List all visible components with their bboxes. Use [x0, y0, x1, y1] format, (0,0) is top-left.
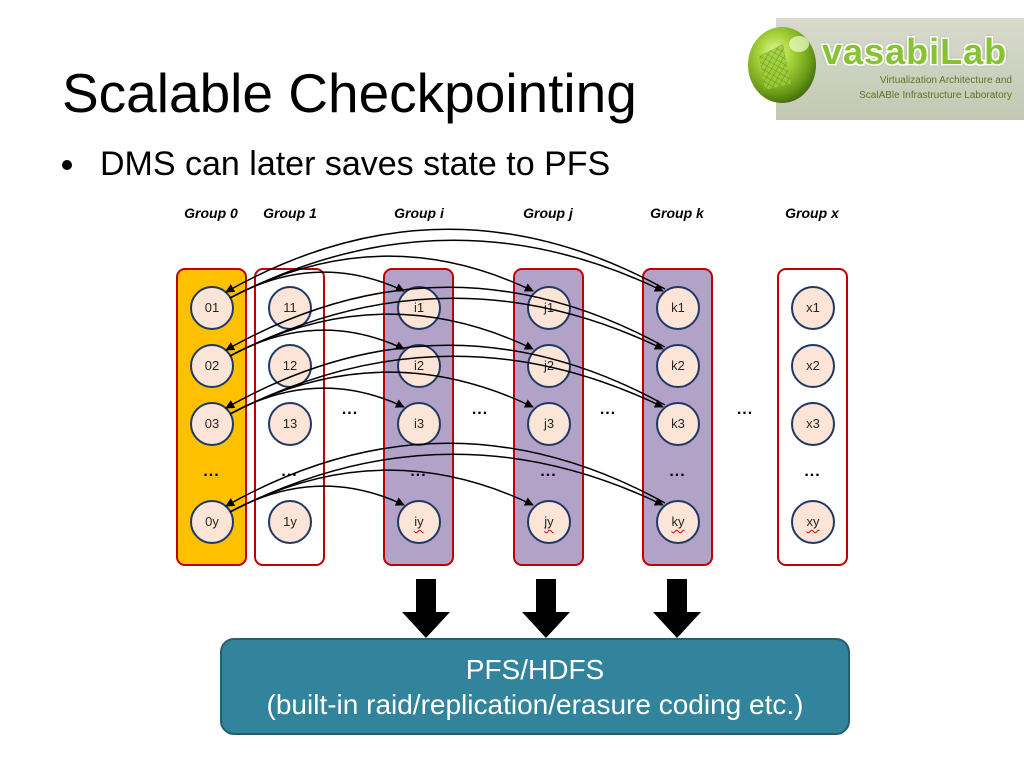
node-circle: ky: [656, 500, 700, 544]
node-circle: i2: [397, 344, 441, 388]
node-circle: i3: [397, 402, 441, 446]
node-circle: 12: [268, 344, 312, 388]
node-ellipsis: ...: [281, 463, 298, 480]
node-circle: 02: [190, 344, 234, 388]
node-circle: 13: [268, 402, 312, 446]
group-x-box: x1 x2 x3 ... xy: [777, 268, 848, 566]
node-circle: k2: [656, 344, 700, 388]
logo-tagline-line-2: ScalABle Infrastructure Laboratory: [859, 90, 1012, 101]
group-label: Group 0: [184, 205, 238, 221]
node-circle: jy: [527, 500, 571, 544]
node-circle: 11: [268, 286, 312, 330]
slide-title: Scalable Checkpointing: [62, 62, 637, 124]
node-ellipsis: ...: [540, 463, 557, 480]
group-1-box: 11 12 13 ... 1y: [254, 268, 325, 566]
node-circle: 1y: [268, 500, 312, 544]
node-circle: j3: [527, 402, 571, 446]
group-i-box: i1 i2 i3 ... iy: [383, 268, 454, 566]
lab-logo: vasabiLab Virtualization Architecture an…: [748, 18, 1024, 120]
node-circle: 03: [190, 402, 234, 446]
group-label: Group k: [650, 205, 704, 221]
storage-subtitle: (built-in raid/replication/erasure codin…: [266, 689, 804, 720]
group-gap-ellipsis: ...: [599, 401, 617, 418]
group-gap-ellipsis: ...: [736, 401, 754, 418]
node-circle: 01: [190, 286, 234, 330]
logo-tagline-line-1: Virtualization Architecture and: [879, 75, 1012, 86]
group-gap-ellipsis: ...: [341, 401, 359, 418]
node-ellipsis: ...: [410, 463, 427, 480]
node-circle: xy: [791, 500, 835, 544]
group-0-box: 01 02 03 ... 0y: [176, 268, 247, 566]
down-arrow-icon: [653, 579, 701, 638]
group-label: Group j: [523, 205, 573, 221]
node-circle: x2: [791, 344, 835, 388]
node-circle: k3: [656, 402, 700, 446]
node-circle: iy: [397, 500, 441, 544]
bullet-text: DMS can later saves state to PFS: [100, 145, 611, 183]
node-ellipsis: ...: [669, 463, 686, 480]
node-circle: 0y: [190, 500, 234, 544]
node-circle: j2: [527, 344, 571, 388]
node-circle: j1: [527, 286, 571, 330]
node-ellipsis: ...: [804, 463, 821, 480]
node-circle: k1: [656, 286, 700, 330]
node-circle: x1: [791, 286, 835, 330]
down-arrow-icon: [522, 579, 570, 638]
logo-wordmark: vasabiLab: [822, 31, 1008, 72]
node-ellipsis: ...: [203, 463, 220, 480]
node-circle: x3: [791, 402, 835, 446]
bullet-item: DMS can later saves state to PFS: [62, 144, 662, 184]
group-label: Group x: [785, 205, 839, 221]
group-label: Group i: [394, 205, 444, 221]
group-gap-ellipsis: ...: [471, 401, 489, 418]
down-arrow-icon: [402, 579, 450, 638]
group-j-box: j1 j2 j3 ... jy: [513, 268, 584, 566]
storage-title: PFS/HDFS: [465, 654, 605, 685]
group-k-box: k1 k2 k3 ... ky: [642, 268, 713, 566]
group-label: Group 1: [263, 205, 317, 221]
wasabi-logo-icon: [748, 27, 816, 103]
storage-box: PFS/HDFS (built-in raid/replication/eras…: [220, 638, 850, 735]
node-circle: i1: [397, 286, 441, 330]
bullet-icon: [62, 160, 72, 170]
